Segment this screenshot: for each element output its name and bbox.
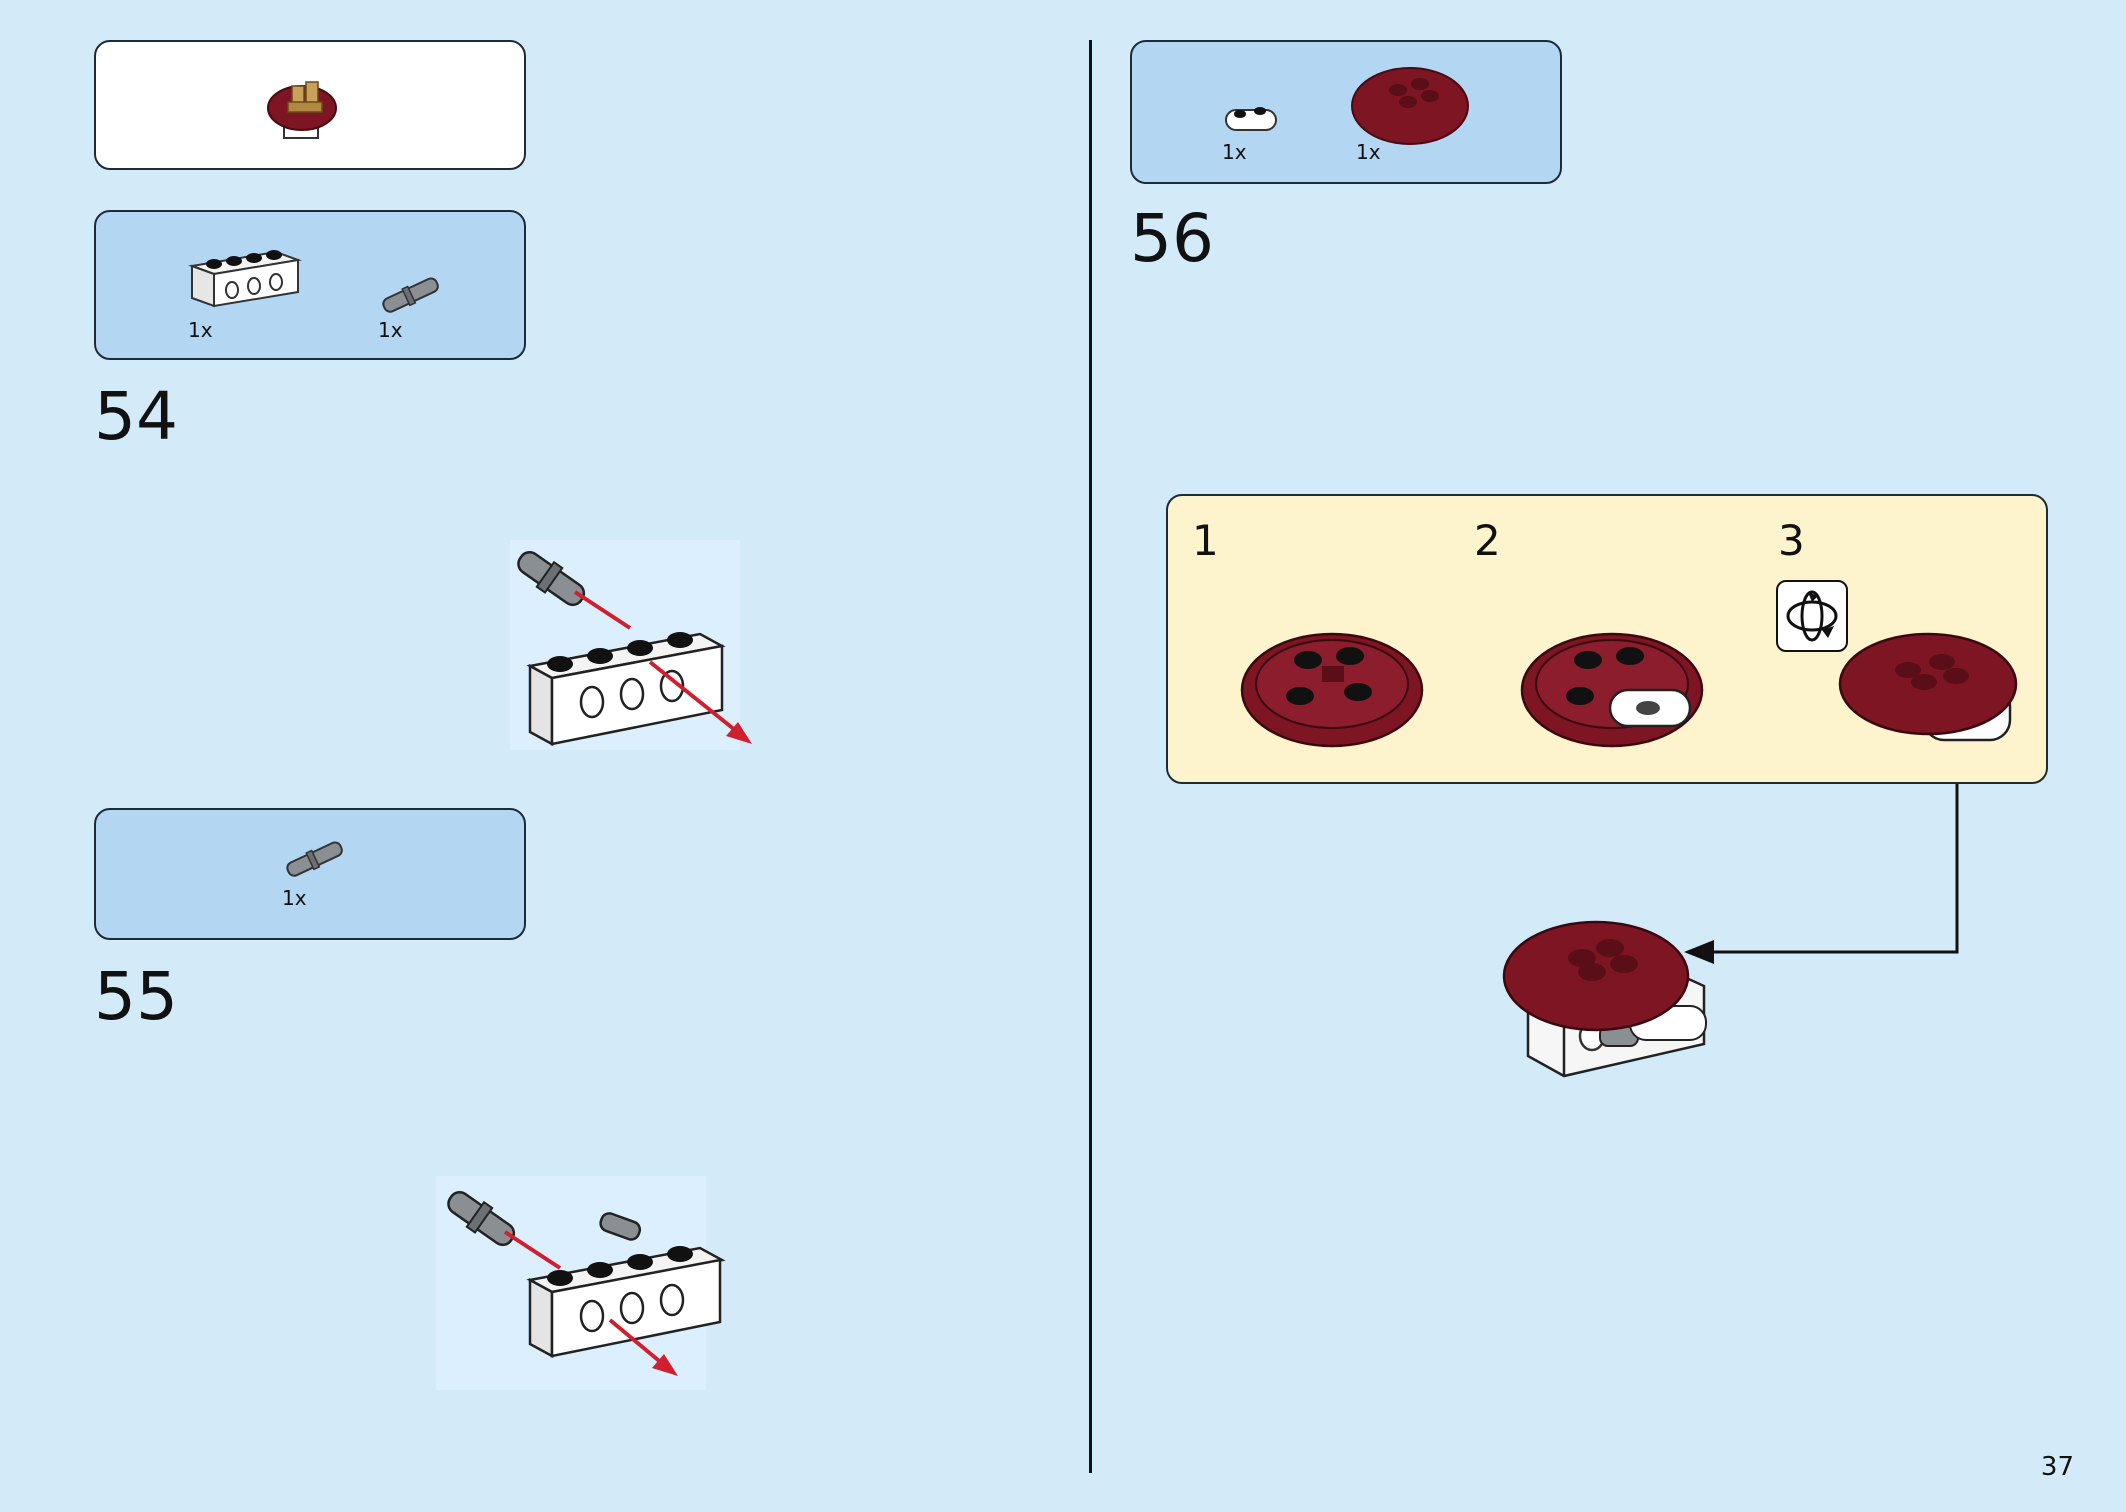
- step-55-parts-panel: 1x: [94, 808, 526, 940]
- substep-3-art: [1838, 632, 2018, 742]
- step-54-number: 54: [94, 378, 178, 455]
- substep-3-number: 3: [1778, 516, 1805, 565]
- technic-brick-1x4-icon: [188, 250, 302, 308]
- step-56-part-2-qty: 1x: [1356, 140, 1381, 164]
- substeps-panel: 1 2 3: [1166, 494, 2048, 784]
- step-54-part-2-qty: 1x: [378, 318, 403, 342]
- step-56-part-1-qty: 1x: [1222, 140, 1247, 164]
- insertion-arrow-icon: [726, 722, 752, 744]
- step-55-number: 55: [94, 958, 178, 1035]
- step-55-part-1-qty: 1x: [282, 886, 307, 910]
- plate-1x2-rounded-icon: [1225, 107, 1277, 131]
- callout-arrow-icon: [1684, 784, 1959, 964]
- step-56-number: 56: [1130, 200, 1214, 277]
- step-54-assembly-art: [517, 550, 752, 747]
- step-54-parts-panel: 1x 1x: [94, 210, 526, 360]
- technic-pin-icon: [382, 277, 439, 313]
- page-divider: [1089, 40, 1092, 1473]
- page-number: 37: [2040, 1452, 2074, 1482]
- technic-pin-icon: [286, 841, 343, 877]
- insertion-arrow-icon: [652, 1354, 678, 1376]
- rotate-model-icon: [1776, 580, 1848, 652]
- step-56-parts-panel: 1x 1x: [1130, 40, 1562, 184]
- sub-assembly-preview-art: [267, 81, 337, 139]
- substep-1-art: [1240, 632, 1424, 748]
- sub-assembly-preview-panel: [94, 40, 526, 170]
- substep-1-number: 1: [1192, 516, 1219, 565]
- substep-2-art: [1520, 632, 1704, 748]
- step-56-assembly-art: [1502, 920, 1707, 1078]
- step-55-assembly-art: [447, 1190, 726, 1376]
- substep-2-number: 2: [1474, 516, 1501, 565]
- step-54-part-1-qty: 1x: [188, 318, 213, 342]
- round-tile-icon: [1351, 67, 1469, 145]
